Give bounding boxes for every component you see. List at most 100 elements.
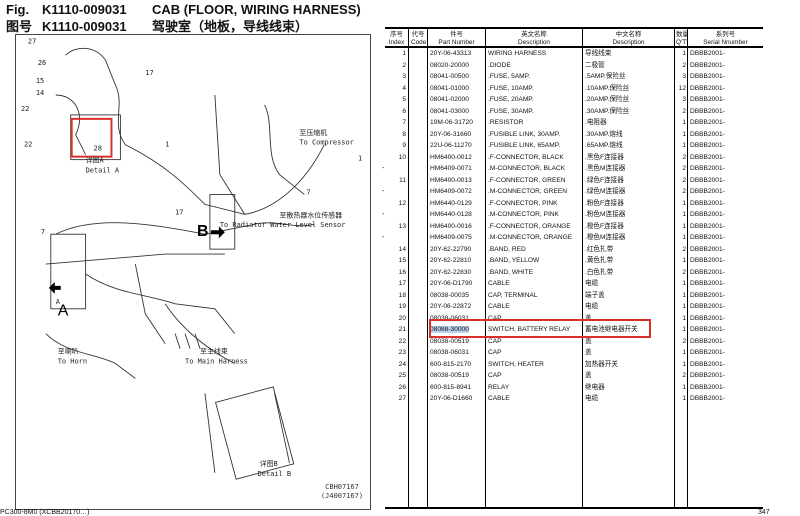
cell-text: .RESISTOR <box>488 119 524 126</box>
cell-code <box>409 83 428 95</box>
cell-text: 20Y-06-43313 <box>430 50 472 57</box>
cell-cn: 二极管 <box>583 60 675 72</box>
cell-text: 25 <box>398 372 406 379</box>
cell-code <box>409 163 428 175</box>
to-main-cn-label: 至主线束 <box>200 347 228 356</box>
cell-text: 1 <box>682 303 686 310</box>
cell-text: 9 <box>402 142 406 149</box>
cell-qty: 2 <box>675 336 688 348</box>
cell-text: DBBB2001- <box>690 222 725 230</box>
cell-text: DBBB2001- <box>690 303 725 310</box>
cell-text: 1 <box>682 211 686 218</box>
cell-qty: 1 <box>675 129 688 141</box>
cell-desc: .FUSE, 5AMP. <box>486 71 583 83</box>
cell-text: 2 <box>682 61 686 69</box>
cell-code <box>409 359 428 371</box>
cell-text: HM6400-0013 <box>430 176 472 184</box>
header-en: Q'TY <box>676 39 687 46</box>
cell-text: 11 <box>399 176 406 184</box>
cell-part: 08038-00035 <box>428 290 486 302</box>
cell-text: 14 <box>398 245 406 253</box>
cell-serial: DBBB2001- <box>688 209 763 221</box>
cell-serial: DBBB2001- <box>688 336 763 348</box>
cell-idx: 20 <box>385 313 409 325</box>
svg-text:1: 1 <box>165 141 169 149</box>
cell-desc: CAP <box>486 336 583 348</box>
cell-text: DBBB2001- <box>690 84 725 92</box>
to-horn-label: To Horn <box>58 357 87 365</box>
cell-qty: 1 <box>675 209 688 221</box>
cell-text: 08020-20000 <box>430 61 469 69</box>
cell-serial: DBBB2001- <box>688 117 763 129</box>
cell-text: 7 <box>402 119 406 126</box>
cell-serial: DBBB2001- <box>688 60 763 72</box>
cell-text: CAP <box>488 349 502 356</box>
cell-text: DBBB2001- <box>690 360 725 368</box>
cell-qty: 1 <box>675 290 688 302</box>
cell-text: 20Y-62-22810 <box>430 257 472 264</box>
cell-code <box>409 370 428 382</box>
cell-qty: 2 <box>675 186 688 198</box>
cell-text: 08088-30000 <box>430 326 469 333</box>
cell-text: 8 <box>402 130 406 138</box>
sub-item-dash: - <box>382 188 385 195</box>
header-cn: 代号 <box>411 31 425 38</box>
cell-cn: .5AMP.保险丝 <box>583 71 675 83</box>
cell-qty: 3 <box>675 71 688 83</box>
cell-serial: DBBB2001- <box>688 198 763 210</box>
cell-cn: .绿色M连接器 <box>583 186 675 198</box>
cell-part: HM6409-0072 <box>428 186 486 198</box>
cell-text: DBBB2001- <box>690 130 725 138</box>
cell-code <box>409 140 428 152</box>
cell-text: .F-CONNECTOR, BLACK <box>488 153 564 161</box>
cell-text: .FUSE, 30AMP. <box>488 107 534 115</box>
cell-part: 20Y-06-31660 <box>428 129 486 141</box>
cell-qty: 2 <box>675 267 688 279</box>
cell-text: 1 <box>402 50 406 57</box>
cell-idx: 13 <box>385 221 409 233</box>
cell-desc: .BAND, WHITE <box>486 267 583 279</box>
cell-idx: 26 <box>385 382 409 394</box>
cell-part: 20Y-62-22830 <box>428 267 486 279</box>
cell-text: DBBB2001- <box>690 280 725 287</box>
cell-text: DBBB2001- <box>690 211 725 218</box>
svg-text:26: 26 <box>38 59 46 67</box>
cell-code <box>409 336 428 348</box>
cell-serial: DBBB2001- <box>688 313 763 325</box>
title-en: CAB (FLOOR, WIRING HARNESS) <box>152 2 361 17</box>
cell-text: 1 <box>682 383 686 391</box>
cell-text: 加热器开关 <box>585 360 618 368</box>
cell-cn: .橙色F连接器 <box>583 221 675 233</box>
